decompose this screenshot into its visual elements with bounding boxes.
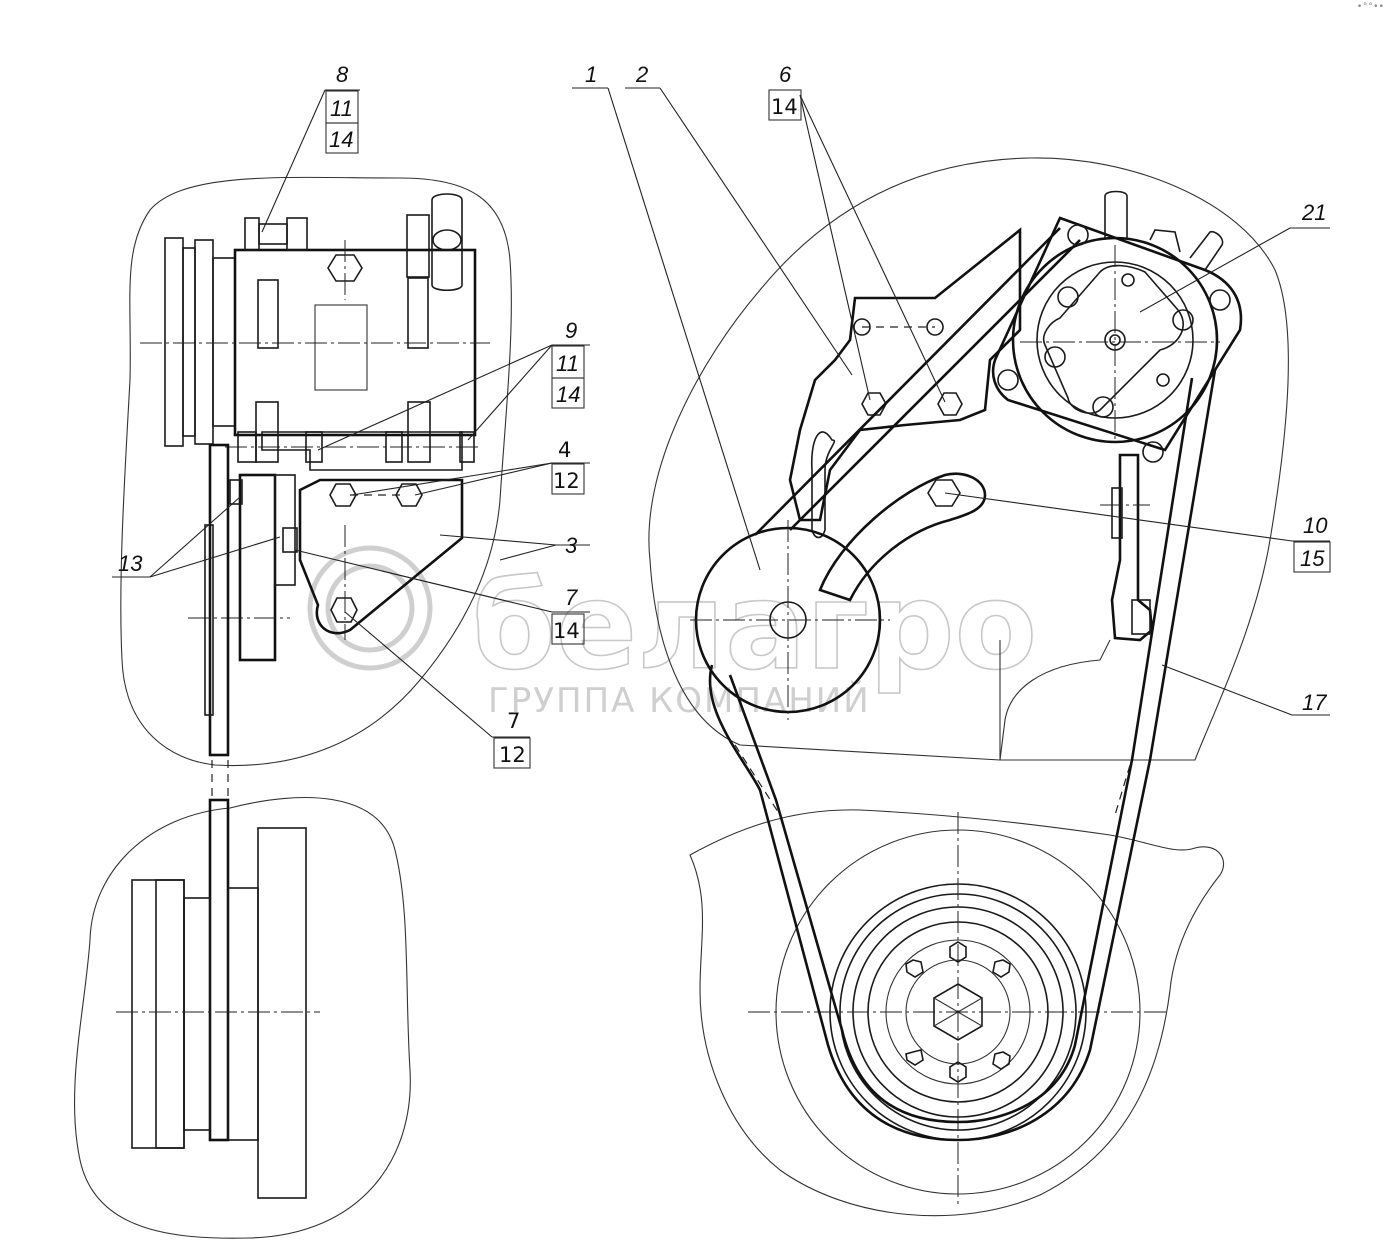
top-hex-nut [327,254,363,282]
bracket-nut-1 [861,392,887,416]
callout-17: 17 [1302,690,1327,715]
adjust-strap [1110,453,1154,642]
leader-lines [112,87,1330,738]
watermark: белагро ГРУППА КОМПАНИЙ [307,545,1038,721]
lower-bracket [261,431,463,471]
crank-pulley-b [183,897,211,1131]
callout-4: 4 [558,438,571,462]
callout-7a-14: 14 [553,619,580,643]
drive-belt-outer [708,369,1217,1142]
right-front-view [648,157,1289,1217]
callout-7b-12: 12 [499,743,526,767]
crank-pulley-a [131,879,185,1149]
compressor-pulley-outer [164,237,184,447]
belt-strand-left [208,443,230,757]
plate-nut-3 [330,597,358,623]
compressor-rib-2 [407,277,429,349]
tensioner-plate [298,478,464,635]
callout-9-14: 14 [556,382,580,407]
callout-6: 6 [779,62,792,87]
left-upper-breakout [120,176,512,767]
crank-belt-strand [208,798,230,1142]
compressor-port-1 [1104,190,1128,240]
callout-21: 21 [1301,200,1326,225]
slot-bolt-hex [927,479,961,507]
callout-2: 2 [635,62,648,87]
callout-6-14: 14 [771,95,798,119]
callout-8-14: 14 [329,127,353,152]
compressor-port-3 [1189,230,1224,271]
watermark-brand: белагро [472,558,1037,697]
belt-upper-strand-a [754,227,1061,536]
callout-9: 9 [565,318,577,343]
flange-bolt-1 [1067,224,1089,246]
compressor-ear-top [406,214,430,278]
compressor-pulley-inner [194,239,214,445]
compressor-fitting [431,193,463,292]
plate-nut-2 [395,483,423,507]
callout-7a: 7 [565,585,578,610]
callout-7b: 7 [507,709,520,733]
watermark-subtitle: ГРУППА КОМПАНИЙ [488,680,871,721]
compressor-flange [991,216,1243,452]
crank-pulley-d [257,827,307,1199]
crank-pulley-c [227,887,259,1141]
compressor-clutch-plate [1042,264,1184,414]
callout-1: 1 [585,62,597,87]
corner-mark: •°°•• [1356,2,1384,12]
left-lower-breakout [73,797,411,1239]
top-bolt-head [244,217,260,251]
callout-10: 10 [1303,513,1328,538]
compressor-port-2 [1149,229,1181,253]
callout-8: 8 [336,62,349,87]
drive-belt-inner [728,377,1194,1124]
left-side-view [73,176,512,1239]
compressor-rib-1 [257,279,279,349]
idler-roller [238,473,277,662]
compressor-pulley-groove [182,247,196,437]
right-lower-breakout [689,809,1225,1217]
callout-13: 13 [118,551,143,576]
compressor-hub [212,257,236,427]
engine-edge [999,639,1111,761]
callout-4-12: 12 [553,469,580,493]
callout-3: 3 [565,533,578,558]
callout-8-11: 11 [330,96,353,121]
tensioner-slot-arm [818,472,987,602]
compressor-face-outer [1011,236,1219,444]
callout-9-11: 11 [556,351,579,376]
callouts: 8 11 14 9 11 14 4 12 3 7 14 7 12 13 1 2 … [118,62,1331,769]
right-upper-breakout [648,157,1289,761]
belt-upper-strand-b [789,239,1081,531]
compressor-label-plate [314,304,368,391]
callout-10-15: 15 [1300,546,1325,571]
